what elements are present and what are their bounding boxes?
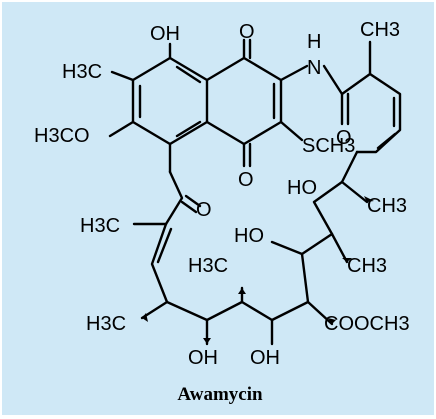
label-nh-n: N (307, 57, 321, 79)
label-ch3-right-2: CH3 (347, 255, 387, 277)
label-h3c-left: H3C (62, 61, 102, 83)
label-sch3: SCH3 (302, 135, 355, 157)
label-ho-2: HO (234, 225, 264, 247)
label-nh-h: H (307, 31, 321, 53)
label-h3co: H3CO (34, 125, 90, 147)
label-h3c-bottom: H3C (86, 313, 126, 335)
label-ch3-top-right: CH3 (360, 19, 400, 41)
label-o-amide: O (336, 127, 352, 149)
label-h3c-mid: H3C (80, 215, 120, 237)
aromatic-ring (131, 56, 209, 146)
compound-caption: Awamycin (177, 384, 263, 405)
label-oh-bottom-2: OH (250, 347, 280, 369)
label-h3c-inner: H3C (188, 255, 228, 277)
label-o-quinone-bottom: O (238, 169, 254, 191)
label-ch3-right-1: CH3 (367, 195, 407, 217)
label-cooch3: COOCH3 (324, 313, 410, 335)
label-ho-1: HO (287, 177, 317, 199)
label-o-ketone: O (196, 199, 212, 221)
label-oh-bottom-1: OH (188, 347, 218, 369)
quinone-ring (205, 38, 283, 168)
label-o-top: O (239, 21, 255, 43)
label-oh-top: OH (150, 23, 180, 45)
